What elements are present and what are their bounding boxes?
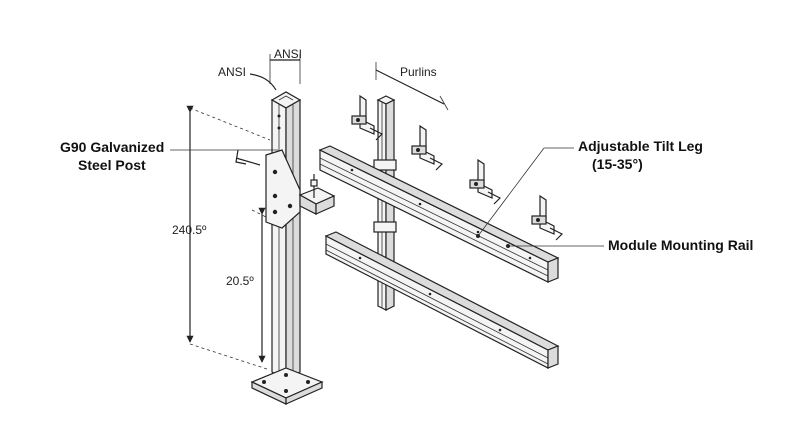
callout-rail: Module Mounting Rail xyxy=(506,237,753,253)
ansi-label-right: ANSI xyxy=(274,47,302,61)
dimension-total-label: 240.5º xyxy=(172,223,207,237)
dimension-lower-label: 20.5º xyxy=(226,274,254,288)
purlins-dimension: Purlins xyxy=(375,62,449,111)
post-label-line1: G90 Galvanized xyxy=(60,139,164,155)
ansi-dimension: ANSI ANSI xyxy=(218,47,302,91)
purlin-clip-1 xyxy=(351,94,384,141)
purlins-label: Purlins xyxy=(400,65,437,79)
post-label-line2: Steel Post xyxy=(78,157,146,173)
tilt-leg-label-line1: Adjustable Tilt Leg xyxy=(578,138,703,154)
dimension-lower-height: 20.5º xyxy=(226,207,269,363)
callout-post: G90 Galvanized Steel Post xyxy=(60,139,278,173)
purlin-clip-3 xyxy=(469,158,502,205)
purlin-clip-2 xyxy=(411,124,444,171)
callout-tilt-leg: Adjustable Tilt Leg (15-35°) xyxy=(476,138,703,238)
rail-label: Module Mounting Rail xyxy=(608,237,753,253)
dimension-total-height: 240.5º xyxy=(172,105,271,371)
module-mounting-rail-lower xyxy=(324,231,560,369)
module-mounting-rail-upper xyxy=(318,145,560,283)
tilt-leg-label-line2: (15-35°) xyxy=(592,156,643,172)
ansi-label-left: ANSI xyxy=(218,65,246,79)
purlin-clip-4 xyxy=(531,194,564,241)
tilt-bracket xyxy=(235,149,336,229)
